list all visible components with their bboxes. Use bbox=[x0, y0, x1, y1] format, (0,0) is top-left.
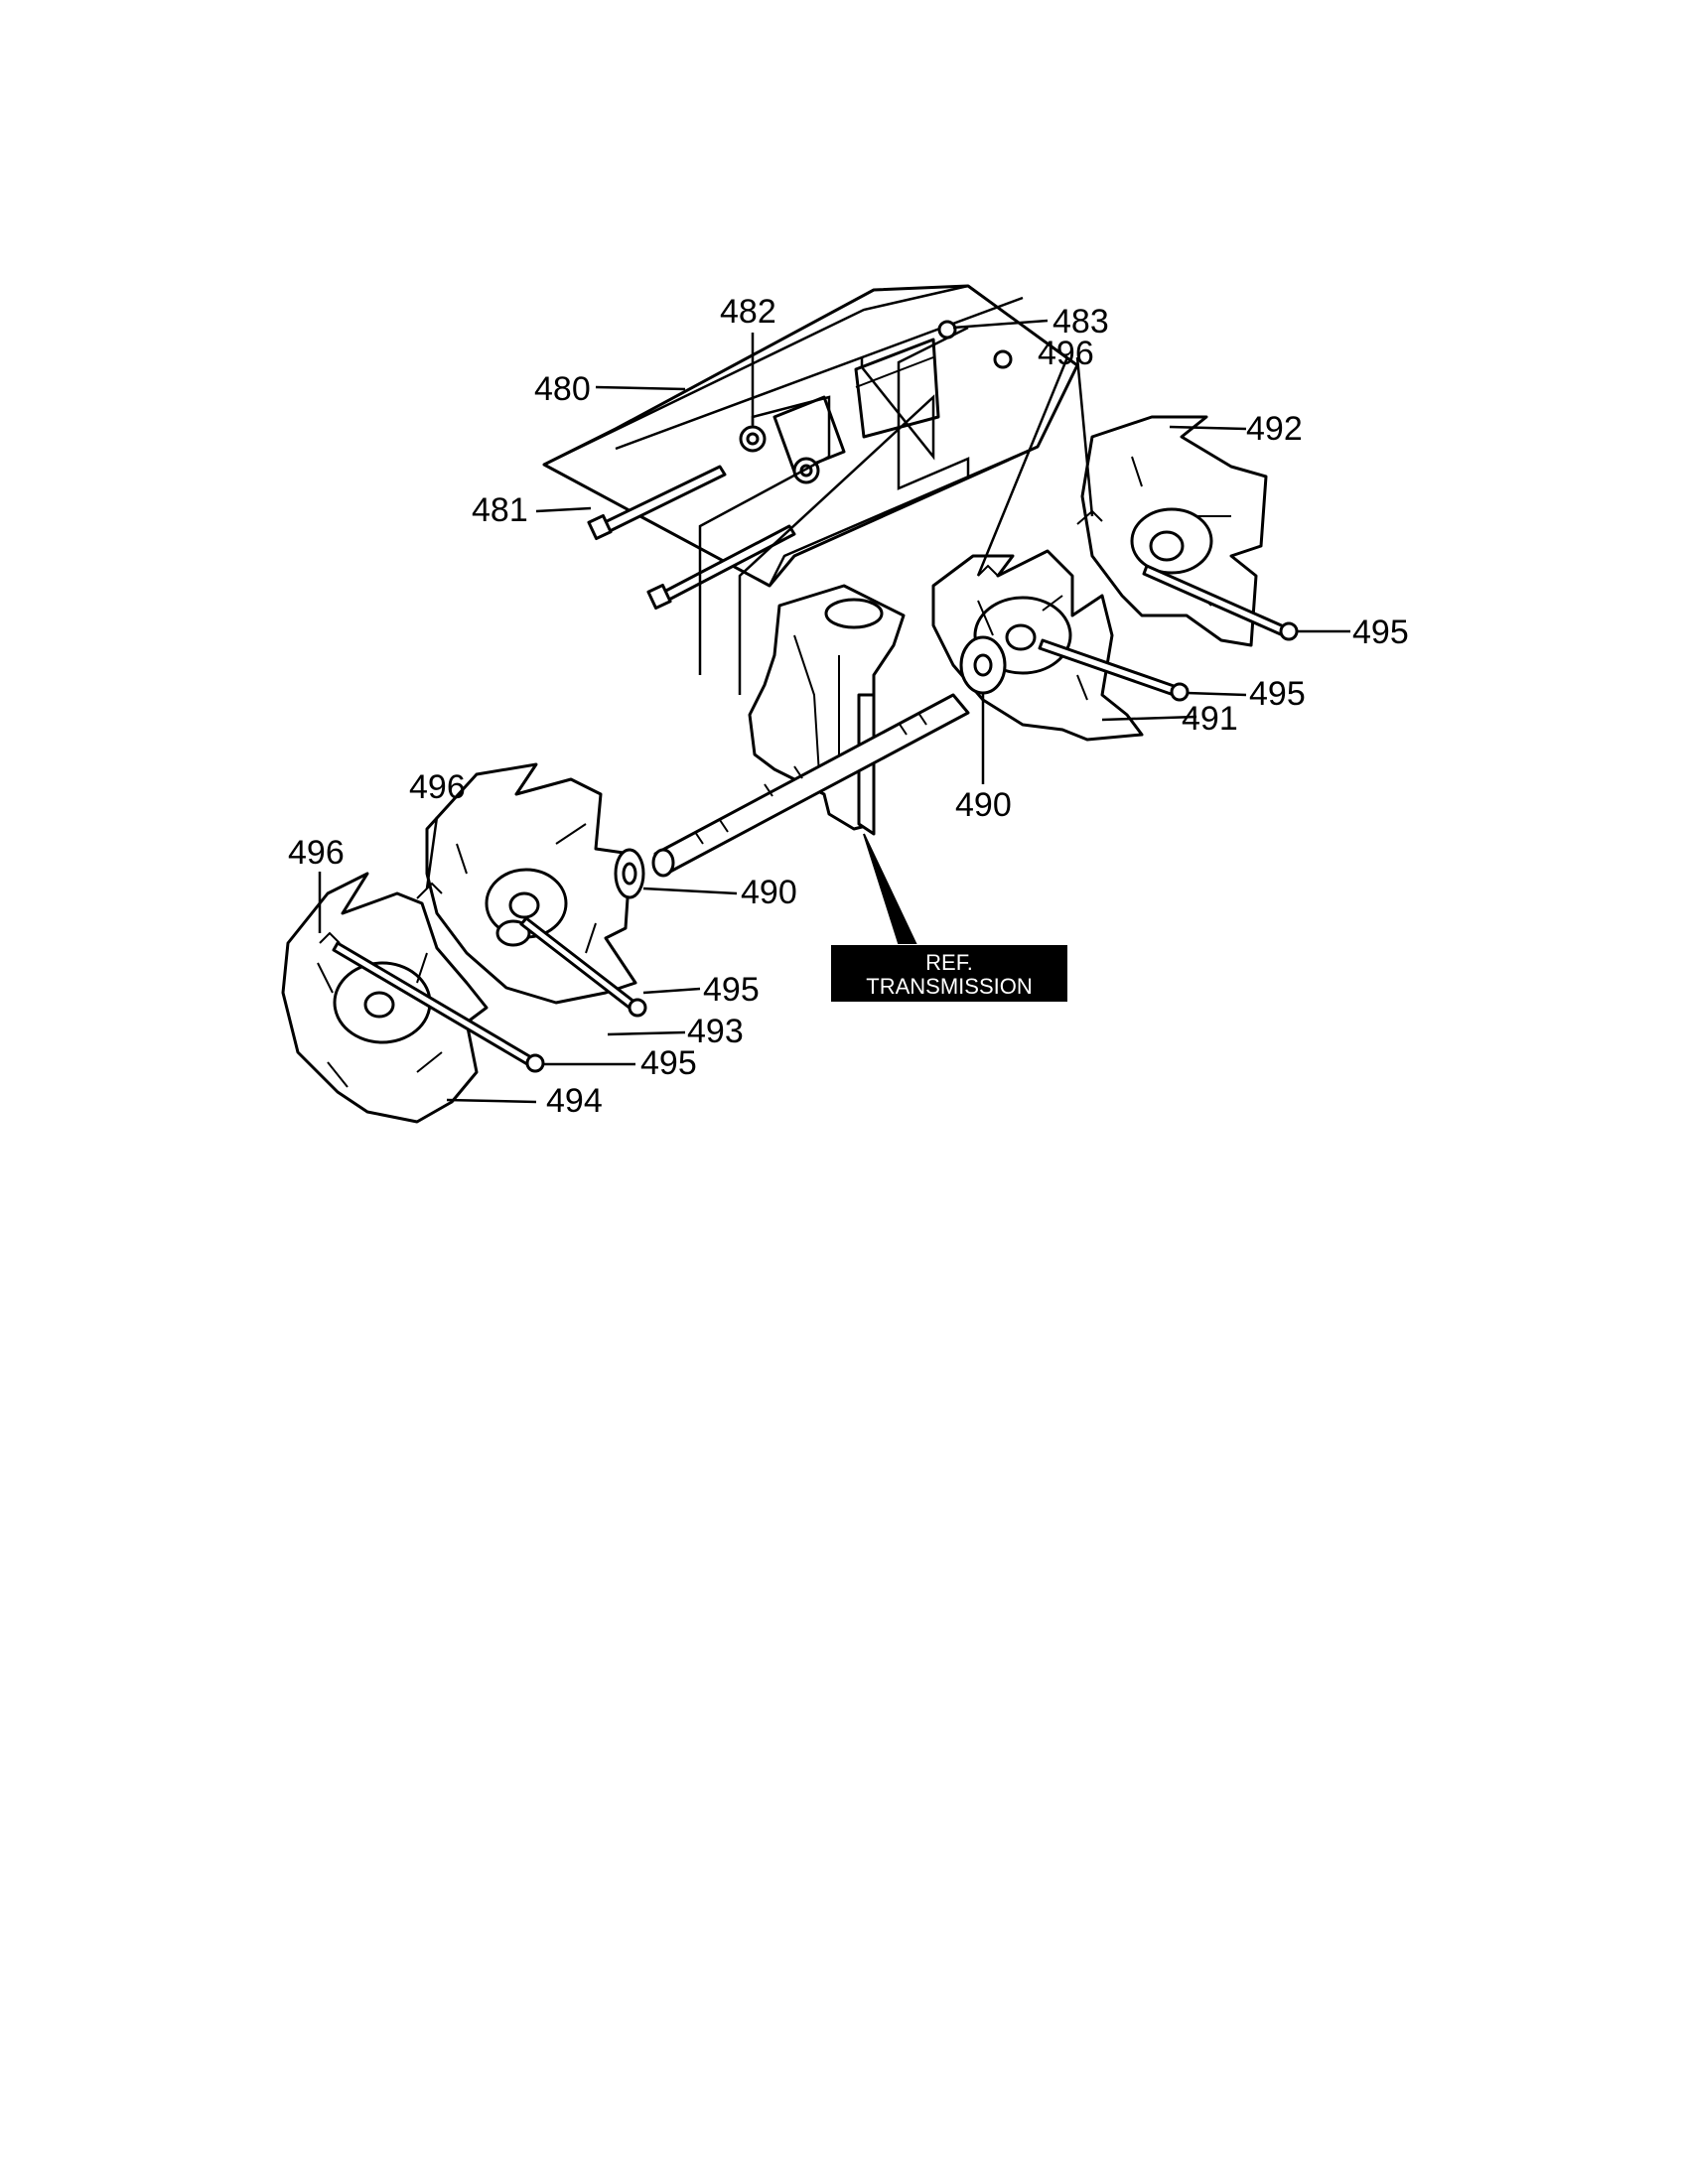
callout-496: 496 bbox=[288, 834, 345, 872]
callout-480: 480 bbox=[534, 370, 591, 408]
tine-bolts-495-right bbox=[1038, 564, 1299, 702]
tine-bolts-495-left bbox=[332, 916, 647, 1073]
callout-495: 495 bbox=[703, 971, 760, 1009]
leader-lines bbox=[318, 319, 1350, 1104]
callout-495: 495 bbox=[1249, 675, 1306, 713]
shield-bolts-481 bbox=[587, 465, 796, 611]
callout-496: 496 bbox=[1038, 335, 1094, 372]
reference-transmission-box: REF. TRANSMISSION bbox=[831, 945, 1067, 1002]
callout-483: 483 bbox=[1052, 303, 1109, 341]
reference-line-2: TRANSMISSION bbox=[866, 974, 1032, 999]
callout-495: 495 bbox=[640, 1044, 697, 1082]
washer-490-left bbox=[614, 848, 645, 899]
callout-493: 493 bbox=[687, 1013, 744, 1050]
callout-494: 494 bbox=[546, 1082, 603, 1120]
washer-490-right bbox=[959, 635, 1007, 695]
callout-492: 492 bbox=[1246, 410, 1303, 448]
reference-line-1: REF. bbox=[925, 950, 973, 975]
tine-shield bbox=[542, 284, 1079, 588]
callout-482: 482 bbox=[720, 293, 776, 331]
hole-icon bbox=[993, 349, 1013, 369]
callout-495: 495 bbox=[1352, 614, 1409, 651]
tine-shaft bbox=[651, 693, 970, 878]
tine-492 bbox=[1080, 415, 1268, 647]
tine-493 bbox=[425, 762, 637, 1005]
callout-490: 490 bbox=[741, 874, 797, 911]
callout-490: 490 bbox=[955, 786, 1012, 824]
clips-496-left bbox=[319, 882, 443, 944]
callout-labels: 480 481 482 483 496 492 495 495 491 490 … bbox=[288, 293, 1409, 1120]
callout-491: 491 bbox=[1182, 700, 1238, 738]
callout-496: 496 bbox=[409, 768, 466, 806]
callout-481: 481 bbox=[472, 491, 528, 529]
hub-collar-left bbox=[495, 919, 531, 947]
